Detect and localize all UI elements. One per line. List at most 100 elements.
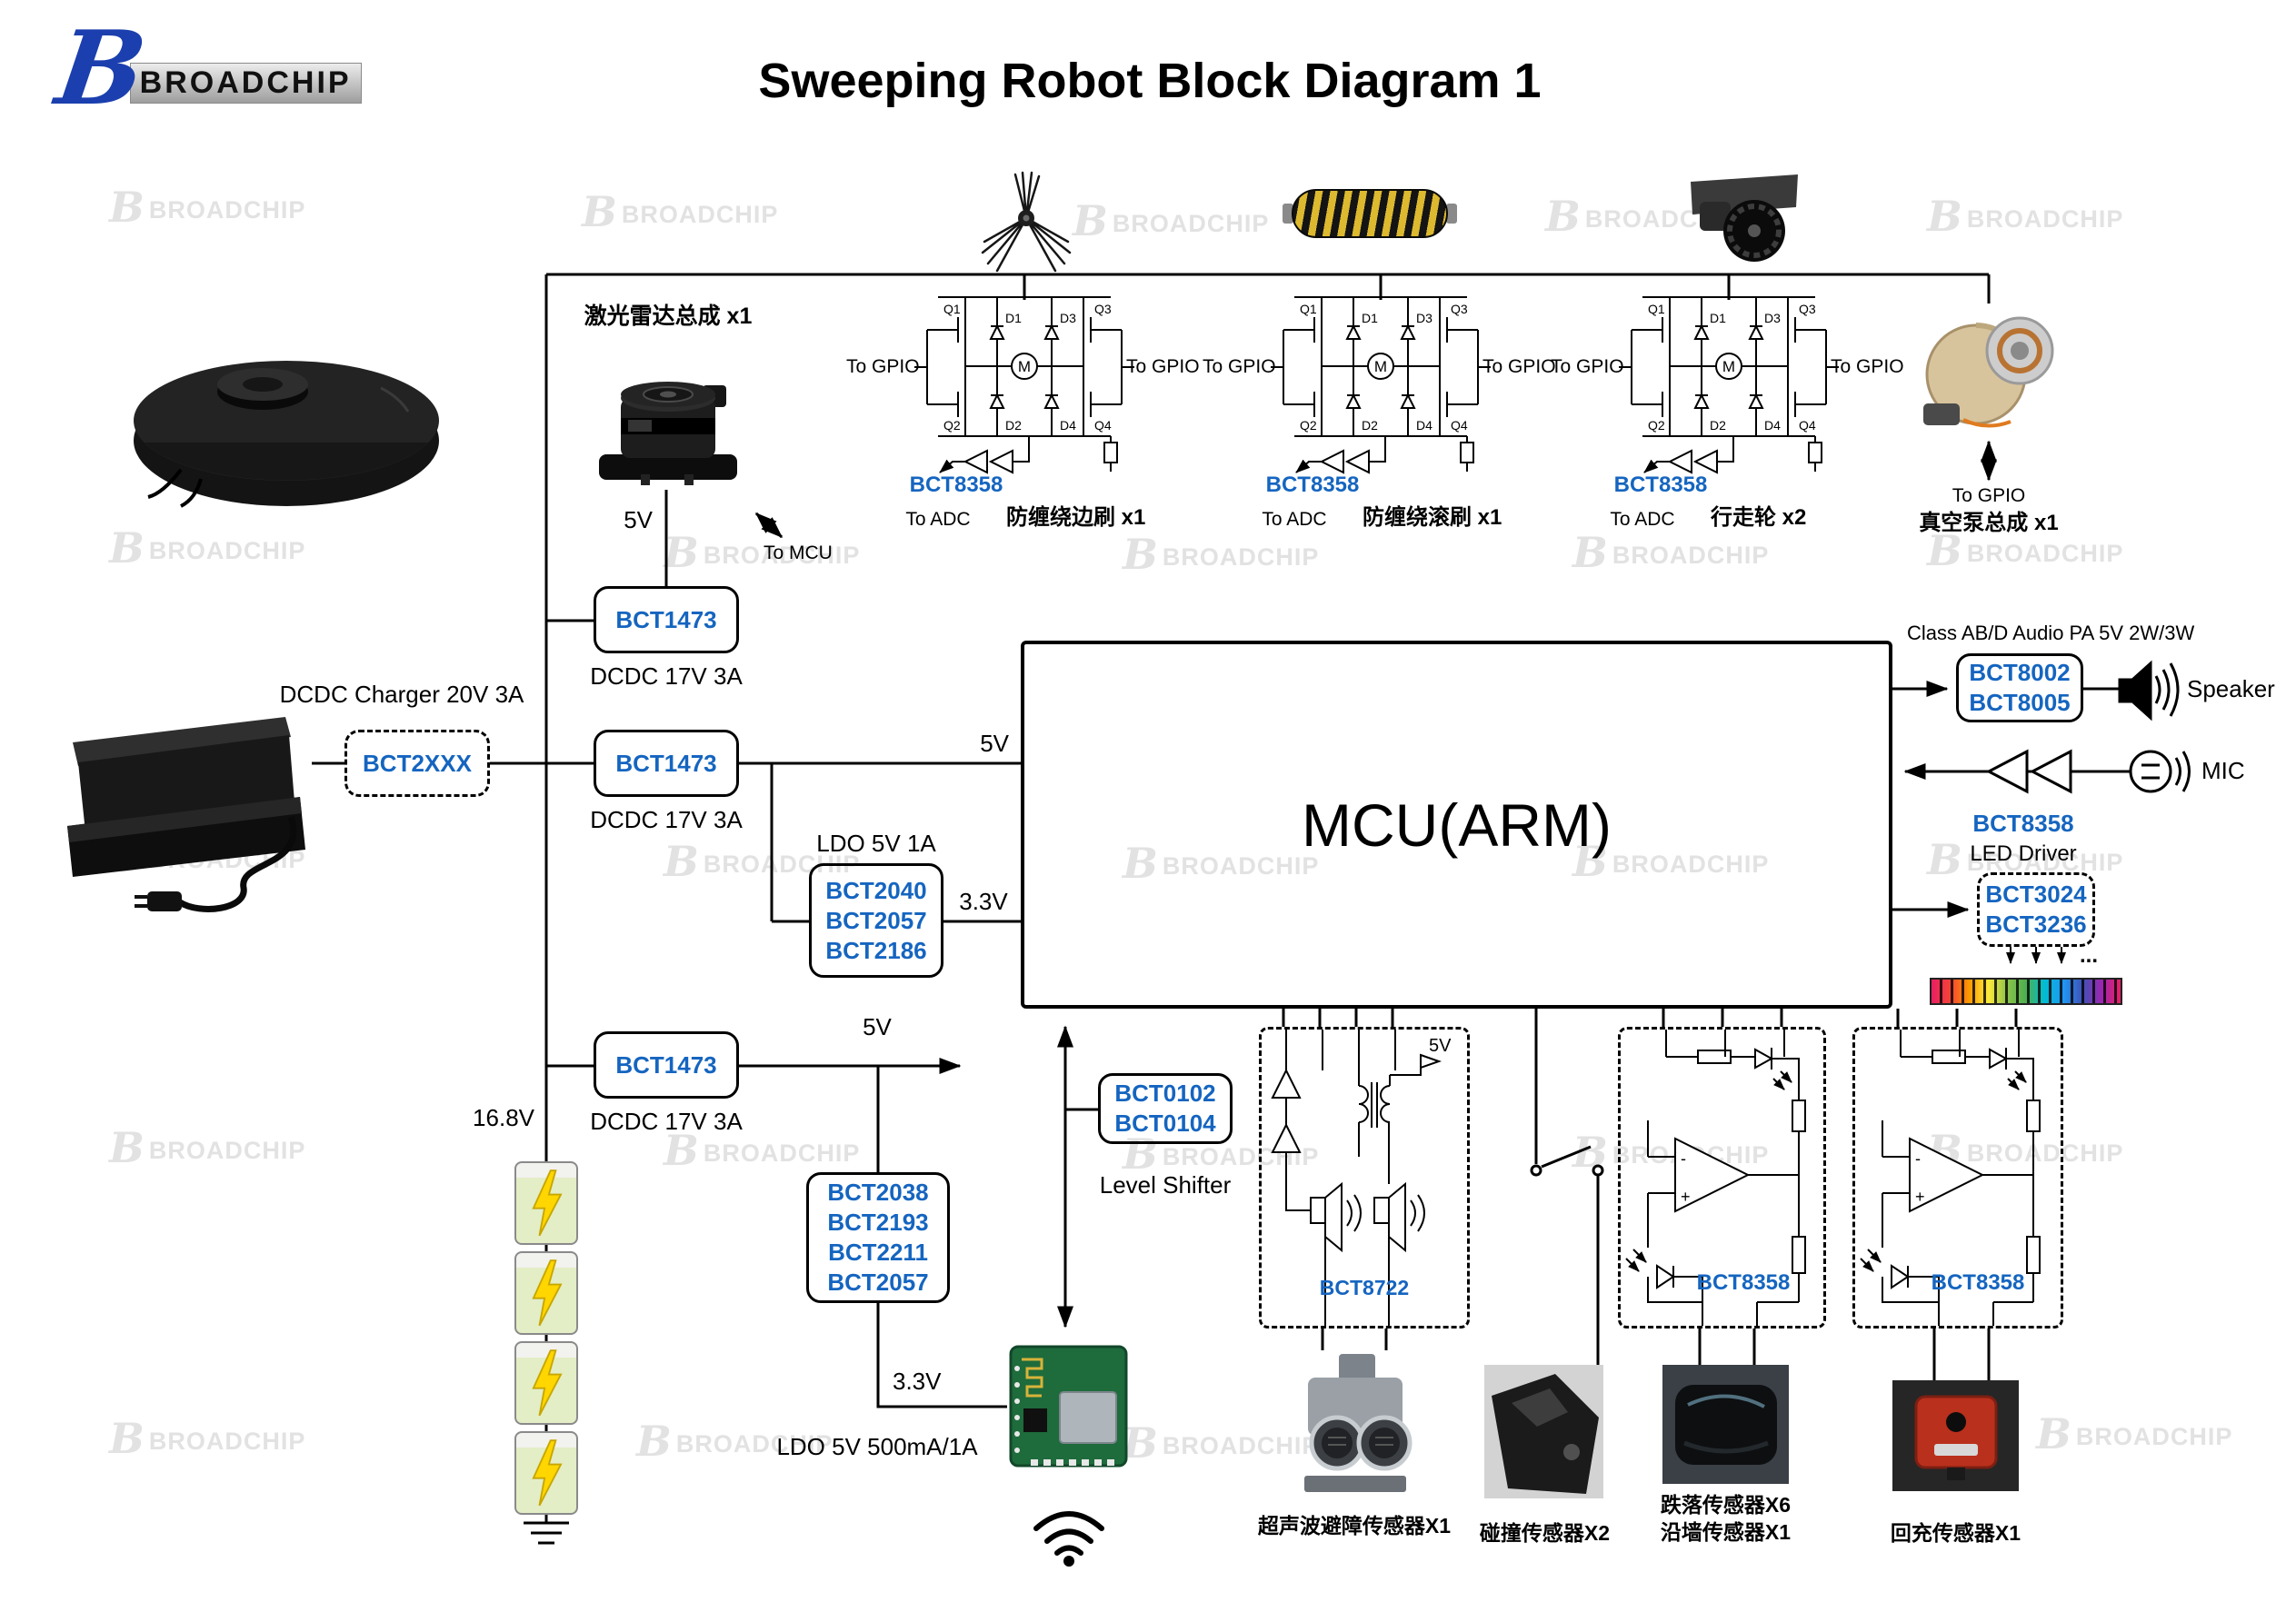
wall-sensor-label: 沿墙传感器X1 xyxy=(1660,1520,1792,1544)
led-driver-label: LED Driver xyxy=(1970,841,2077,866)
charger-label: DCDC Charger 20V 3A xyxy=(279,681,524,708)
svg-text:Q1: Q1 xyxy=(1300,302,1317,316)
roller-brush-photo xyxy=(1292,189,1448,238)
svg-text:D3: D3 xyxy=(1764,311,1781,325)
svg-text:Q1: Q1 xyxy=(943,302,961,316)
led-driver-chip-box: BCT3024 BCT3236 xyxy=(1977,872,2095,947)
chip-label: BCT2057 xyxy=(825,906,927,934)
battery-cell xyxy=(514,1161,578,1245)
svg-text:Q2: Q2 xyxy=(1300,418,1317,433)
ldo2-chip-box: BCT2038 BCT2193 BCT2211 BCT2057 xyxy=(806,1172,950,1303)
dcdc-chip-box-3: BCT1473 xyxy=(594,1031,739,1099)
svg-text:Q2: Q2 xyxy=(943,418,961,433)
audio-pa-chip-box: BCT8002 BCT8005 xyxy=(1956,653,2083,722)
chip-label: BCT8005 xyxy=(1969,689,2071,716)
svg-text:D1: D1 xyxy=(1710,311,1726,325)
to-adc-label: To ADC xyxy=(1262,509,1327,530)
bridge-chip-label: BCT8358 xyxy=(1265,473,1360,497)
mic-label: MIC xyxy=(2201,757,2245,784)
svg-text:Q3: Q3 xyxy=(1451,302,1468,316)
svg-text:D3: D3 xyxy=(1060,311,1076,325)
bridge-name-label: 行走轮 x2 xyxy=(1711,505,1807,530)
svg-text:D2: D2 xyxy=(1710,418,1726,433)
bridge-chip-label: BCT8358 xyxy=(1613,473,1708,497)
svg-text:D2: D2 xyxy=(1362,418,1378,433)
lidar-5v-label: 5V xyxy=(624,506,653,533)
wheel-photo xyxy=(1683,171,1811,277)
collision-sensor-label: 碰撞传感器X2 xyxy=(1479,1521,1611,1545)
audio-pa-label: Class AB/D Audio PA 5V 2W/3W xyxy=(1907,622,2195,644)
ultrasonic-sensor-photo xyxy=(1292,1350,1419,1503)
cliff-chip-label: BCT8358 xyxy=(1696,1270,1791,1295)
chip-label: BCT2038 xyxy=(827,1179,929,1206)
svg-text:Q1: Q1 xyxy=(1648,302,1665,316)
mcu-box: MCU(ARM) xyxy=(1021,641,1892,1009)
bridge-chip-label: BCT8358 xyxy=(909,473,1003,497)
ldo1-chip-box: BCT2040 BCT2057 BCT2186 xyxy=(809,863,943,978)
ultrasonic-sensor-label: 超声波避障传感器X1 xyxy=(1257,1514,1452,1537)
svg-text:M: M xyxy=(1018,358,1031,375)
ultrasonic-chip-label: BCT8722 xyxy=(1319,1276,1410,1299)
svg-text:Q4: Q4 xyxy=(1799,418,1816,433)
cliff-sensor-circuit: - + xyxy=(1625,1030,1806,1326)
logo-brand-text: BROADCHIP xyxy=(129,62,362,104)
svg-text:D1: D1 xyxy=(1362,311,1378,325)
led-ellipsis: ... xyxy=(2080,943,2099,968)
svg-text:Q4: Q4 xyxy=(1094,418,1112,433)
chip-label: BCT1473 xyxy=(615,1050,717,1079)
recharge-chip-label: BCT8358 xyxy=(1931,1270,2025,1295)
battery-voltage-label: 16.8V xyxy=(473,1104,534,1131)
gpio-label: To GPIO xyxy=(1831,356,1904,377)
chip-label: BCT8002 xyxy=(1969,659,2071,686)
gpio-label: To GPIO xyxy=(846,356,920,377)
svg-text:D4: D4 xyxy=(1060,418,1076,433)
chip-label: BCT2040 xyxy=(825,876,927,904)
svg-text:D2: D2 xyxy=(1005,418,1022,433)
lidar-label: 激光雷达总成 x1 xyxy=(584,304,753,329)
ldo1-label: LDO 5V 1A xyxy=(816,830,936,857)
battery-cell xyxy=(514,1251,578,1335)
charger-chip-box: BCT2XXX xyxy=(344,730,490,797)
logo-b-glyph: B xyxy=(49,9,153,128)
mic-amplifier-icons xyxy=(1985,749,2072,794)
svg-text:D4: D4 xyxy=(1764,418,1781,433)
chip-label: BCT2193 xyxy=(827,1209,929,1236)
cliff-sensor-label: 跌落传感器X6 xyxy=(1660,1493,1792,1517)
mic-icon xyxy=(2129,750,2191,793)
pump-gpio-label: To GPIO xyxy=(1952,485,2026,506)
to-mcu-label: To MCU xyxy=(764,542,833,563)
ldo2-33v-label: 3.3V xyxy=(893,1368,942,1395)
svg-text:D1: D1 xyxy=(1005,311,1022,325)
chip-label: BCT0104 xyxy=(1114,1110,1216,1137)
svg-text:D3: D3 xyxy=(1416,311,1433,325)
chip-label: BCT2XXX xyxy=(363,749,472,777)
speaker-label: Speaker xyxy=(2187,675,2275,702)
recharge-sensor-photo xyxy=(1892,1380,2019,1496)
ldo2-label: LDO 5V 500mA/1A xyxy=(776,1433,978,1460)
cliff-sensor-photo xyxy=(1662,1365,1789,1488)
ultrasonic-driver-box xyxy=(1259,1027,1470,1328)
speaker-icon xyxy=(2118,660,2180,721)
side-brush-photo xyxy=(979,171,1073,281)
recharge-sensor-label: 回充传感器X1 xyxy=(1890,1521,2021,1545)
bridge-name-label: 防缠绕边刷 x1 xyxy=(1006,505,1146,530)
level-shifter-label: Level Shifter xyxy=(1099,1171,1232,1199)
svg-text:M: M xyxy=(1374,358,1387,375)
ldo1-33v-label: 3.3V xyxy=(959,888,1008,915)
battery-cell xyxy=(514,1341,578,1425)
roller-axle xyxy=(1283,204,1293,224)
